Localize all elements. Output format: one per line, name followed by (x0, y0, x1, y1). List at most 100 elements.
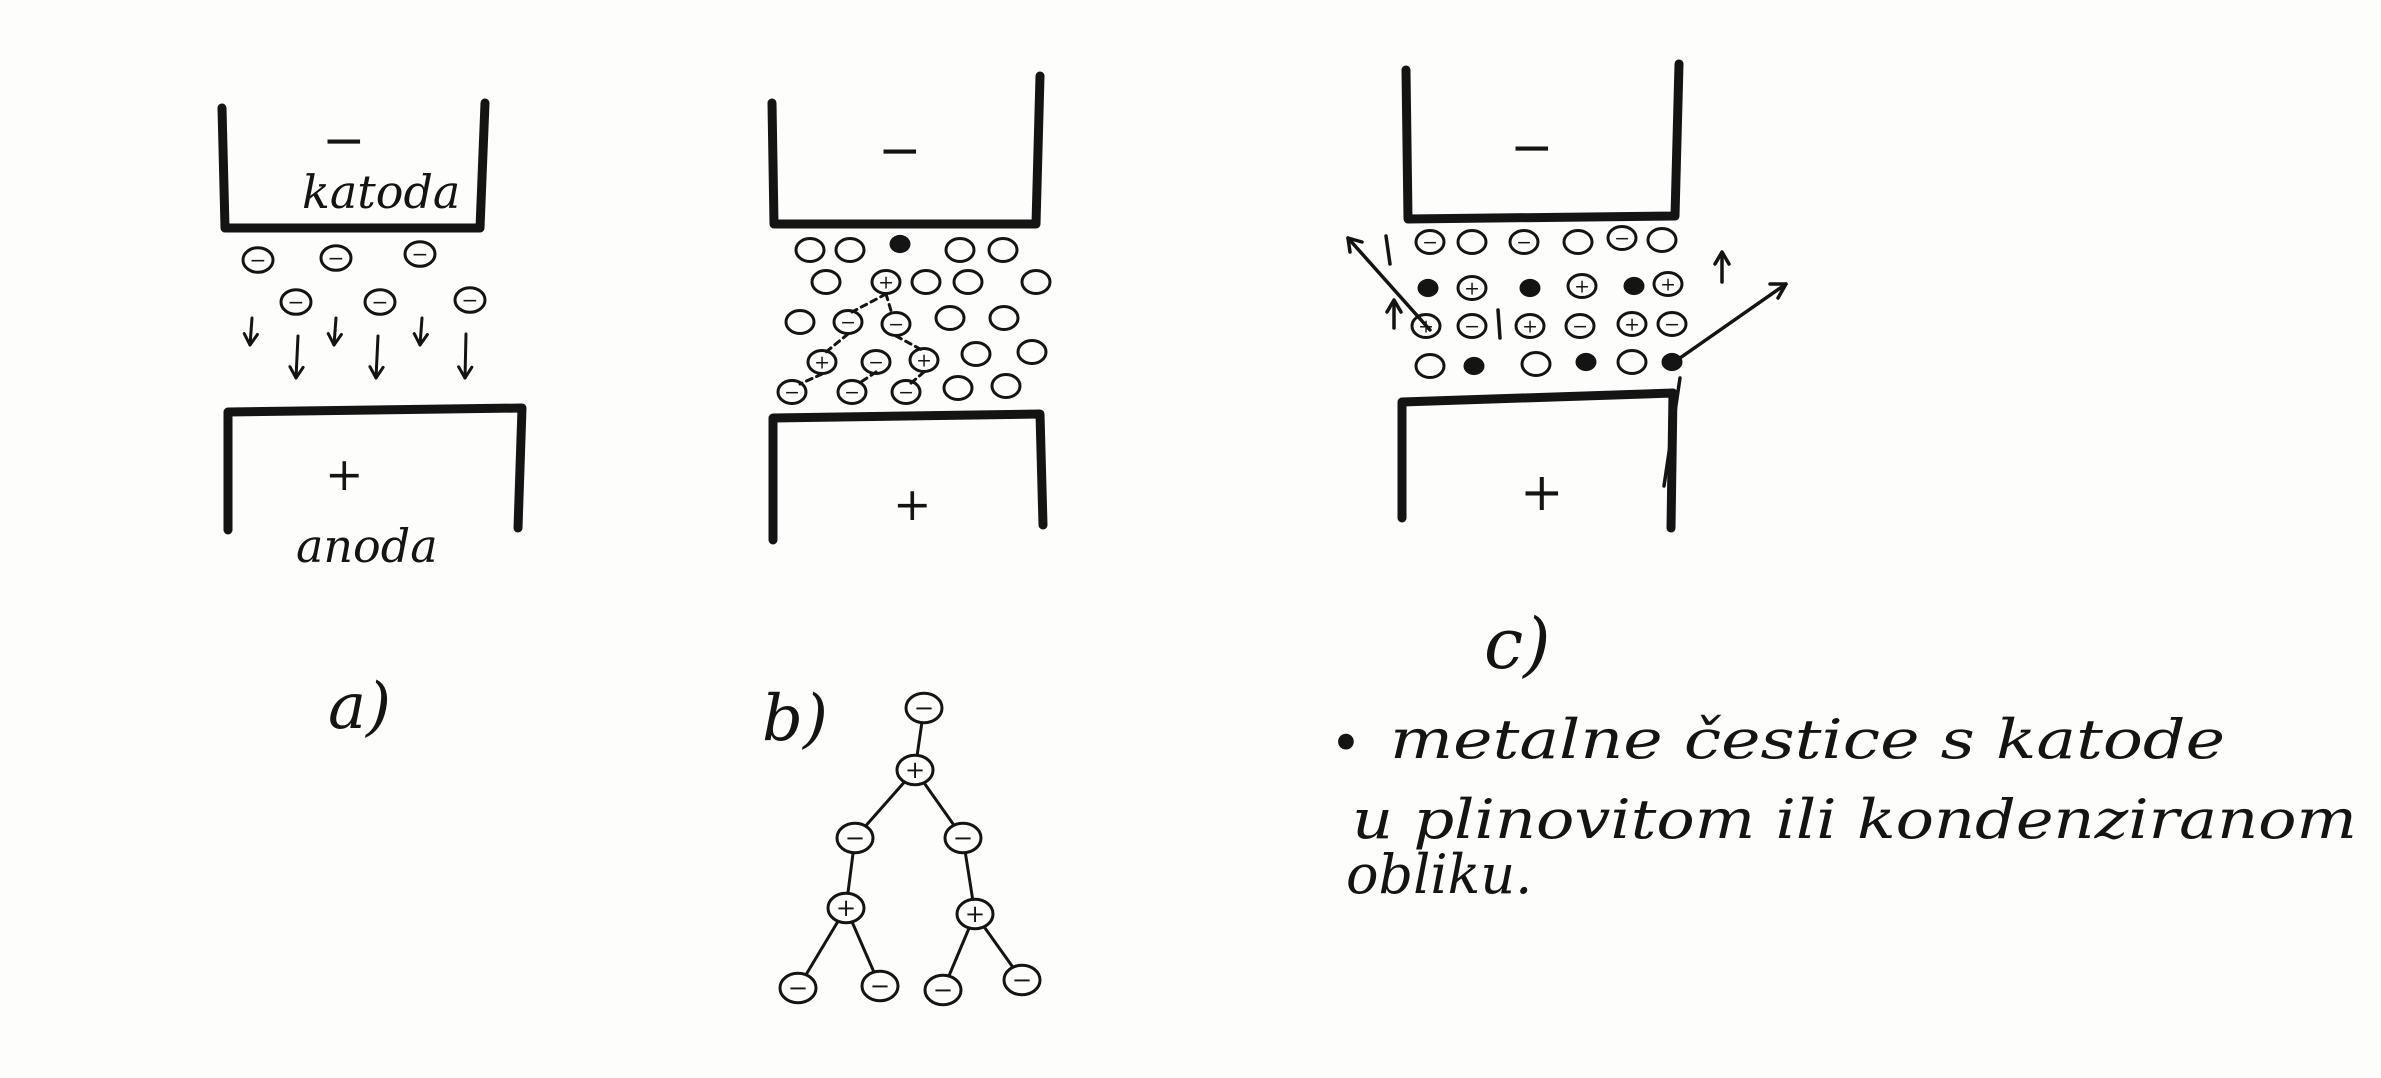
particle-sign: − (250, 248, 267, 272)
particle-ring (453, 286, 487, 314)
arrow-shaft (332, 316, 338, 347)
ion: + (895, 753, 935, 787)
particle-sign: − (933, 975, 953, 1004)
neutral-atom (1616, 349, 1648, 375)
particle-sign: + (1624, 313, 1640, 335)
particle-ring (1002, 963, 1042, 997)
anode-plate-a (223, 403, 527, 535)
arrow-head (1713, 250, 1731, 266)
node-mask (896, 754, 934, 786)
particle-ring (835, 821, 875, 855)
caption-a: a) (328, 670, 391, 744)
particle-ring (895, 753, 935, 787)
neutral-atom (952, 269, 984, 295)
metal-particle-shape (1417, 278, 1439, 298)
ion: + (806, 349, 838, 375)
arrow-shaft (374, 334, 380, 380)
electron: − (279, 288, 313, 316)
ion: + (955, 897, 995, 931)
particle-ring (1456, 313, 1488, 339)
electron: − (453, 286, 487, 314)
particle-sign: + (1660, 273, 1676, 295)
particle-ring (910, 269, 942, 295)
anode-sign-b: + (893, 477, 932, 531)
electron: − (835, 821, 875, 855)
electron: − (1002, 963, 1042, 997)
electron: − (904, 691, 944, 725)
electron: − (403, 240, 437, 268)
particle-ring (363, 288, 397, 316)
metal-particle (1519, 278, 1541, 298)
panel-c: − + −−−++++−+−+− c) • metalne čestice s … (1330, 59, 2357, 906)
particle-sign: − (412, 242, 429, 266)
particle-sign: − (1012, 965, 1032, 994)
arrow (368, 334, 385, 380)
node-mask (924, 974, 962, 1006)
ion: + (826, 891, 866, 925)
particle-sign: − (784, 381, 800, 403)
particle-sign: − (372, 290, 389, 314)
node-mask (779, 972, 817, 1004)
arrow (412, 316, 429, 347)
note-bullet: • (1330, 712, 1362, 775)
particle-ring (952, 269, 984, 295)
small-arrow (1496, 308, 1502, 340)
ion: + (1566, 273, 1598, 299)
neutral-atom (960, 341, 992, 367)
particle-ring (794, 237, 826, 263)
particle-ring (1414, 229, 1446, 255)
small-arrow (1384, 234, 1392, 266)
particle-sign: + (965, 899, 985, 928)
arrow-head (412, 332, 429, 347)
emission-arrows-c (1346, 234, 1788, 488)
particle-ring (860, 969, 900, 1003)
node-mask (836, 822, 874, 854)
particle-sign: + (1574, 275, 1590, 297)
anode-sign-c: + (1520, 463, 1564, 523)
node-mask (956, 898, 994, 930)
caption-b: b) (762, 682, 828, 756)
particle-ring (988, 305, 1020, 331)
panel-a: − katoda + anoda −−−−−− a) (217, 98, 527, 744)
arrow-shaft (248, 316, 254, 347)
note-line-3: obliku. (1346, 843, 1532, 906)
particle-ring (403, 240, 437, 268)
particle-sign: − (462, 288, 479, 312)
arrow-shaft (294, 334, 300, 380)
node-mask (1003, 964, 1041, 996)
neutral-atom (810, 269, 842, 295)
particle-ring (987, 237, 1019, 263)
electron: − (880, 311, 912, 337)
electron: − (1414, 229, 1446, 255)
neutral-atom (1520, 351, 1552, 377)
arrow (288, 334, 305, 380)
ion: + (1514, 313, 1546, 339)
anode-plate-b (768, 409, 1048, 545)
particles-c: −−−++++−+−+− (1410, 225, 1688, 379)
emission-arrow (1346, 236, 1432, 332)
metal-particle (1463, 356, 1485, 376)
metal-particle (1661, 352, 1683, 372)
particle-ring (1456, 229, 1488, 255)
particle-ring (942, 375, 974, 401)
particle-sign: − (953, 823, 973, 852)
particle-sign: − (328, 246, 345, 270)
particle-sign: − (1464, 315, 1480, 337)
particle-sign: − (788, 973, 808, 1002)
ion: + (870, 269, 902, 295)
electron: − (1456, 313, 1488, 339)
arrow-shaft (463, 332, 468, 380)
particle-ring (1616, 349, 1648, 375)
anode-sign-a: + (325, 447, 364, 501)
arrow-shaft (418, 316, 424, 347)
particle-sign: − (914, 693, 934, 722)
metal-particle (889, 234, 911, 254)
cathode-plate-a (217, 98, 490, 233)
arrow-head (326, 332, 343, 347)
panel-b: − + +−−+−+−−− b) −+−−++−−−− (762, 71, 1052, 1007)
particle-ring (1020, 269, 1052, 295)
particle-sign: − (898, 381, 914, 403)
particle-sign: − (1516, 231, 1532, 253)
arrow-head (1385, 298, 1403, 314)
cascade-link (850, 292, 888, 314)
